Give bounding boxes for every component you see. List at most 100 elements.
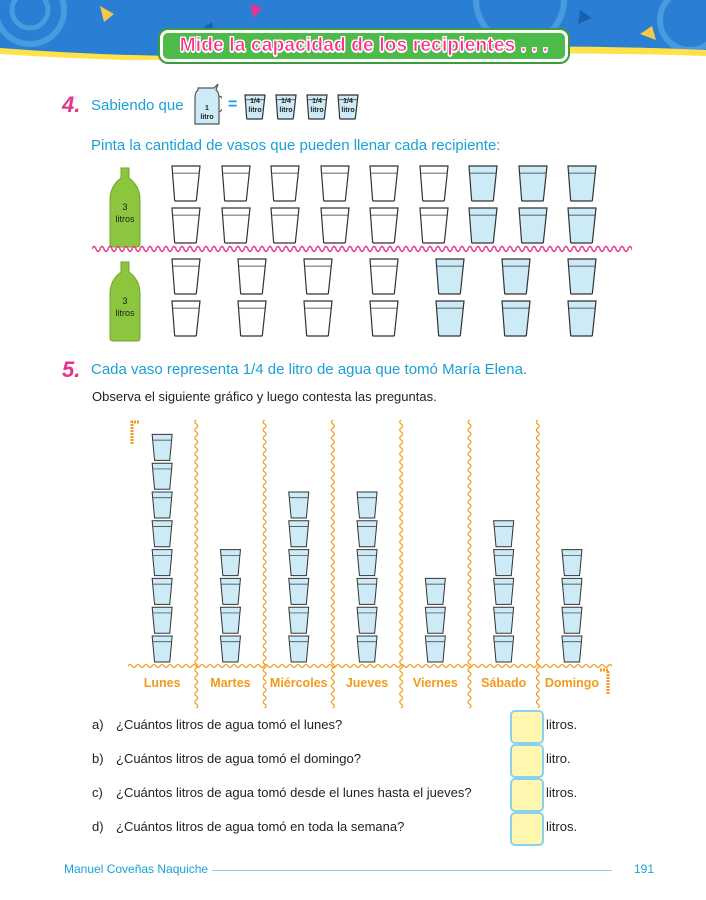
question-c-letter: c) [92, 785, 103, 800]
empty-glass[interactable] [171, 207, 201, 249]
pitcher-label-2: litro [200, 114, 213, 121]
glass-icon [319, 165, 350, 202]
painted-glass[interactable] [468, 207, 498, 249]
chart-corner-mark [600, 668, 610, 694]
empty-glass[interactable] [303, 300, 333, 342]
glass-icon [567, 207, 597, 244]
pictograph-glass [219, 577, 241, 605]
answer-box-b[interactable] [510, 744, 544, 778]
wavy-divider [92, 245, 632, 253]
exercise-5-number: 5. [62, 357, 81, 382]
quarter-glass-label-1: 1/4 [281, 98, 291, 105]
painted-glass[interactable] [567, 258, 597, 300]
quarter-glass-label-1: 1/4 [312, 98, 322, 105]
painted-glass[interactable] [567, 300, 597, 342]
pictograph-glass [424, 635, 446, 663]
pictograph-glass [493, 577, 515, 605]
pictograph-glass [219, 635, 241, 663]
glass-icon [171, 165, 201, 202]
painted-glass[interactable] [435, 300, 465, 342]
question-d-text: ¿Cuántos litros de agua tomó en toda la … [116, 819, 405, 834]
answer-unit-b: litro. [546, 751, 571, 766]
quarter-glass-label-2: litro [248, 107, 262, 114]
pictograph-glass [151, 520, 173, 548]
question-b-text: ¿Cuántos litros de agua tomó el domingo? [116, 751, 361, 766]
pictograph-glass [356, 491, 378, 519]
empty-glass[interactable] [270, 207, 300, 249]
painted-glass[interactable] [567, 165, 597, 207]
empty-glass[interactable] [303, 258, 333, 300]
painted-glass[interactable] [501, 300, 531, 342]
bottle-label-1: 3 [122, 202, 127, 212]
pictograph-glass [151, 606, 173, 634]
empty-glass[interactable] [369, 258, 399, 300]
glass-icon [418, 207, 449, 244]
painted-glass[interactable] [501, 258, 531, 300]
pictograph-glass [356, 520, 378, 548]
quarter-glass-label-2: litro [279, 107, 293, 114]
pictograph-glass [151, 549, 173, 577]
column-divider [194, 419, 199, 709]
empty-glass[interactable] [220, 207, 251, 249]
empty-glass[interactable] [418, 207, 449, 249]
pictograph-glass [561, 577, 583, 605]
glass-icon [270, 165, 300, 202]
empty-glass[interactable] [369, 207, 399, 249]
empty-glass[interactable] [171, 165, 201, 207]
glass-icon [369, 258, 399, 295]
bottle-label-2: litros [115, 308, 135, 318]
day-label-0: Lunes [143, 676, 181, 690]
pictograph-glass [493, 520, 515, 548]
empty-glass[interactable] [270, 165, 300, 207]
pictograph-glass [288, 520, 310, 548]
empty-glass[interactable] [319, 165, 350, 207]
painted-glass[interactable] [435, 258, 465, 300]
empty-glass[interactable] [220, 165, 251, 207]
quarter-litre-glass: 1/4 litro [275, 94, 297, 125]
pictograph-glass [424, 577, 446, 605]
pictograph-glass [288, 635, 310, 663]
pictograph-glass [493, 606, 515, 634]
glass-icon [501, 300, 531, 337]
empty-glass[interactable] [237, 258, 267, 300]
empty-glass[interactable] [237, 300, 267, 342]
painted-glass[interactable] [517, 165, 548, 207]
answer-box-d[interactable] [510, 812, 544, 846]
quarter-litre-glass: 1/4 litro [244, 94, 266, 125]
quarter-glass-label-1: 1/4 [250, 98, 260, 105]
question-d-letter: d) [92, 819, 104, 834]
pitcher-label-1: 1 [205, 105, 209, 112]
answer-unit-d: litros. [546, 819, 578, 834]
day-label-1: Martes [210, 676, 251, 690]
column-divider [330, 419, 335, 709]
empty-glass[interactable] [319, 207, 350, 249]
painted-glass[interactable] [468, 165, 498, 207]
empty-glass[interactable] [369, 165, 399, 207]
glass-icon [369, 207, 399, 244]
page-number: 191 [634, 862, 655, 876]
pictograph-glass [561, 549, 583, 577]
empty-glass[interactable] [418, 165, 449, 207]
empty-glass[interactable] [369, 300, 399, 342]
glass-icon [418, 165, 449, 202]
painted-glass[interactable] [517, 207, 548, 249]
answer-box-c[interactable] [510, 778, 544, 812]
empty-glass[interactable] [171, 258, 201, 300]
pictograph-glass [356, 577, 378, 605]
bottle-label-1: 3 [122, 296, 127, 306]
empty-glass[interactable] [171, 300, 201, 342]
column-divider [262, 419, 267, 709]
painted-glass[interactable] [567, 207, 597, 249]
glass-icon [337, 94, 359, 120]
glass-icon [517, 207, 548, 244]
pictograph-glass [288, 577, 310, 605]
question-a-letter: a) [92, 717, 104, 732]
glass-icon [468, 165, 498, 202]
pictograph-glass [424, 606, 446, 634]
glass-icon [567, 300, 597, 337]
answer-box-a[interactable] [510, 710, 544, 744]
glass-icon [567, 258, 597, 295]
glass-icon [435, 258, 465, 295]
